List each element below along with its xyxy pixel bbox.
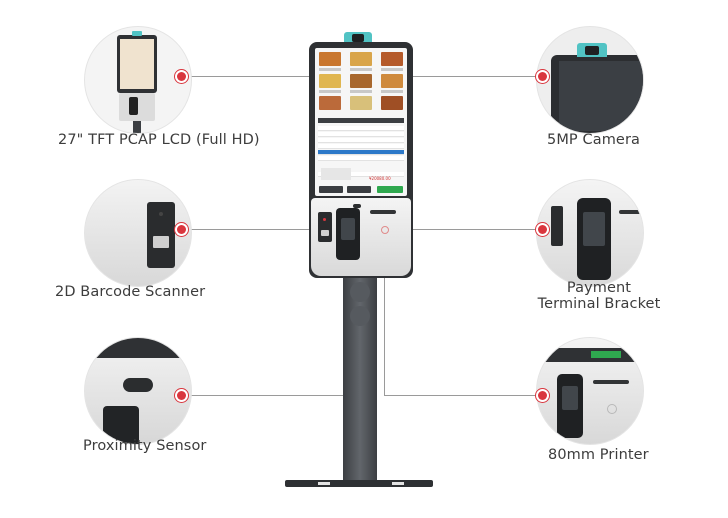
order-table-header bbox=[318, 118, 404, 123]
price-line bbox=[381, 90, 403, 93]
screen-button-dark bbox=[347, 186, 371, 193]
lcd-label: 27" TFT PCAP LCD (Full HD) bbox=[58, 132, 260, 148]
printer-marker-dot bbox=[538, 391, 547, 400]
payment-bubble-printer bbox=[619, 210, 641, 214]
barcode-label: 2D Barcode Scanner bbox=[55, 284, 206, 300]
payment-marker-dot bbox=[538, 225, 547, 234]
price-line bbox=[350, 90, 372, 93]
kiosk-base bbox=[285, 480, 433, 487]
food-tile bbox=[319, 52, 341, 66]
kiosk-screen: ¥20080.00 bbox=[315, 48, 407, 196]
proximity-bubble-bezel bbox=[85, 338, 191, 358]
order-table-row bbox=[318, 144, 404, 149]
payment-label-line2: Terminal Bracket bbox=[537, 296, 661, 312]
food-tile bbox=[350, 52, 372, 66]
printer-detail-bubble bbox=[537, 338, 643, 444]
food-tile bbox=[350, 96, 372, 110]
screen-button-green bbox=[377, 186, 403, 193]
proximity-sensor bbox=[353, 204, 361, 208]
lcd-connector-line bbox=[181, 76, 315, 77]
barcode-detail-bubble bbox=[85, 180, 191, 286]
proximity-bubble-terminal bbox=[103, 406, 139, 444]
barcode-connector-line bbox=[181, 229, 326, 230]
barcode-bubble-led bbox=[159, 212, 163, 216]
qr-code-area bbox=[321, 168, 351, 180]
order-table-row bbox=[318, 132, 404, 137]
order-table-row bbox=[318, 138, 404, 143]
barcode-bubble-panel bbox=[85, 180, 191, 286]
price-line bbox=[319, 68, 341, 71]
order-table-row bbox=[318, 172, 404, 177]
base-foot-left bbox=[318, 482, 330, 485]
payment-connector-line bbox=[406, 229, 541, 230]
nfc-icon bbox=[381, 226, 389, 234]
scanner-red-led bbox=[323, 218, 326, 221]
scanner-window bbox=[321, 230, 329, 236]
screen-button-dark bbox=[319, 186, 343, 193]
mini-kiosk-camera bbox=[132, 31, 142, 36]
base-foot-right bbox=[392, 482, 404, 485]
payment-detail-bubble bbox=[537, 180, 643, 286]
pole-bolt-upper bbox=[350, 282, 370, 302]
food-tile bbox=[381, 74, 403, 88]
camera-label: 5MP Camera bbox=[547, 132, 640, 148]
mini-kiosk-screen bbox=[120, 39, 154, 89]
proximity-connector-line bbox=[181, 395, 365, 396]
price-line bbox=[381, 68, 403, 71]
printer-label: 80mm Printer bbox=[548, 447, 649, 463]
printer-connector-vertical bbox=[384, 222, 385, 395]
camera-bubble-screen bbox=[559, 61, 643, 131]
proximity-bubble-sensor bbox=[123, 378, 153, 392]
price-line bbox=[319, 90, 341, 93]
kiosk-pole bbox=[343, 268, 377, 482]
proximity-marker-dot bbox=[177, 391, 186, 400]
mini-kiosk-terminal bbox=[129, 97, 138, 115]
payment-bubble-terminal-screen bbox=[583, 212, 605, 246]
order-table-row bbox=[318, 156, 404, 161]
camera-detail-bubble bbox=[537, 27, 643, 133]
proximity-detail-bubble bbox=[85, 338, 191, 444]
printer-slot bbox=[370, 210, 396, 214]
order-table-row bbox=[318, 126, 404, 131]
order-table-row-selected bbox=[318, 150, 404, 155]
lcd-detail-bubble bbox=[85, 27, 191, 133]
barcode-scanner bbox=[318, 212, 332, 242]
printer-connector-line bbox=[384, 395, 541, 396]
screen-total-text: ¥20080.00 bbox=[369, 176, 391, 181]
payment-bubble-scanner bbox=[551, 206, 563, 246]
camera-connector-line bbox=[398, 76, 541, 77]
payment-label-line1: Payment bbox=[566, 280, 632, 296]
food-tile bbox=[350, 74, 372, 88]
barcode-marker-dot bbox=[177, 225, 186, 234]
food-tile bbox=[381, 96, 403, 110]
payment-label: Payment Terminal Bracket bbox=[536, 280, 662, 312]
printer-bubble-green-button bbox=[591, 351, 621, 358]
proximity-label: Proximity Sensor bbox=[83, 438, 207, 454]
barcode-bubble-window bbox=[153, 236, 169, 248]
food-tile bbox=[319, 74, 341, 88]
camera-marker-dot bbox=[538, 72, 547, 81]
printer-bubble-slot bbox=[593, 380, 629, 384]
payment-terminal-screen bbox=[341, 218, 355, 240]
kiosk-camera-lens bbox=[352, 34, 364, 42]
mini-kiosk-pole bbox=[133, 121, 141, 133]
pole-bolt-lower bbox=[350, 306, 370, 326]
printer-bubble-nfc-icon bbox=[607, 404, 617, 414]
lcd-marker-dot bbox=[177, 72, 186, 81]
food-tile bbox=[319, 96, 341, 110]
printer-bubble-terminal-screen bbox=[562, 386, 578, 410]
food-tile bbox=[381, 52, 403, 66]
camera-bubble-lens bbox=[585, 46, 599, 55]
printer-bubble-screen bbox=[537, 348, 643, 362]
price-line bbox=[350, 68, 372, 71]
